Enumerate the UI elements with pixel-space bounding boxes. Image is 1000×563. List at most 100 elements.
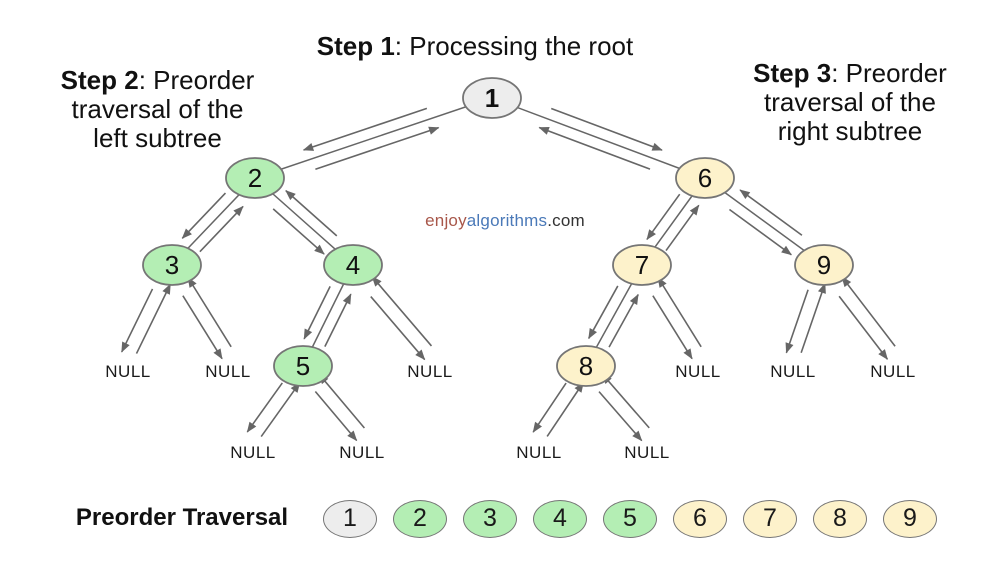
arrow-down-n3.left-null [120,288,154,353]
tree-node-1 [462,77,522,119]
step2-bold: Step 2 [60,65,139,95]
watermark-algorithms: algorithms [466,211,548,230]
tree-node-3 [142,244,202,286]
step3-line2: traversal of the [764,87,936,117]
step3-line1: Step 3: Preorder [730,59,970,88]
arrow-up-n5.right-null [318,373,366,429]
null-label-n5.right: NULL [339,443,384,462]
arrow-up-n3-n2 [199,205,244,253]
null-label-n9.left: NULL [770,362,815,381]
tree-node-6 [675,157,735,199]
tree-node-label-1: 1 [485,83,499,113]
edge-n1-n6 [491,97,706,179]
tree-node-label-4: 4 [346,250,360,280]
step1-title-rest: : Processing the root [394,31,634,61]
arrow-down-n6-n9 [728,208,792,256]
null-label-n3.left: NULL [105,362,150,381]
tree-node-2 [225,157,285,199]
arrow-down-n3.right-null [182,295,223,360]
arrow-up-n8-n7 [608,293,639,348]
sequence-node-3: 3 [463,500,517,538]
arrow-up-n6-n1 [538,126,651,170]
tree-node-9 [794,244,854,286]
tree-node-label-7: 7 [635,250,649,280]
arrow-down-n5.left-null [246,382,283,433]
arrow-up-n5-n4 [324,293,352,347]
step3-label: Step 3: Preorder traversal of the right … [730,59,970,146]
step3-rest: : Preorder [831,58,947,88]
sequence-node-2: 2 [393,500,447,538]
edges-layer [171,97,825,367]
null-labels-layer: NULL NULL NULL NULL NULL NULL NULL NULL NULL NULL [105,362,915,462]
null-label-n8.right: NULL [624,443,669,462]
tree-node-label-5: 5 [296,351,310,381]
watermark: enjoyalgorithms.com [405,211,605,231]
arrow-down-n4.right-null [370,296,426,361]
step1-title: Step 1: Processing the root [275,31,675,62]
arrow-up-n3.right-null [187,276,232,348]
nodes-layer: 1 2 3 4 5 6 7 8 9 [142,77,854,387]
arrow-up-n7-n6 [665,204,700,252]
sequence-node-5: 5 [603,500,657,538]
arrow-down-n5.right-null [314,390,358,442]
step2-line3: left subtree [93,123,222,153]
tree-node-label-3: 3 [165,250,179,280]
arrows-layer [120,107,896,442]
watermark-enjoy: enjoy [425,211,467,230]
sequence-node-8: 8 [813,500,867,538]
arrow-down-n9.left-null [785,289,809,354]
sequence-node-6: 6 [673,500,727,538]
null-label-n5.left: NULL [230,443,275,462]
sequence-label: Preorder Traversal [75,504,289,531]
arrow-up-n8.right-null [601,373,650,429]
arrow-up-n2-n1 [315,126,440,170]
step3-line3: right subtree [777,116,923,146]
null-label-n4.right: NULL [407,362,452,381]
tree-node-label-9: 9 [817,250,831,280]
null-label-n8.left: NULL [516,443,561,462]
sequence-node-9: 9 [883,500,937,538]
arrow-down-n9.right-null [838,295,889,360]
arrow-down-n7.right-null [652,295,693,360]
arrow-up-n9-n6 [739,189,803,236]
arrow-down-n7-n8 [588,285,619,340]
tree-node-7 [612,244,672,286]
tree-node-5 [273,345,333,387]
arrow-down-n1-n6 [550,107,663,151]
arrow-up-n9.left-null [800,282,826,354]
step1-title-bold: Step 1 [316,31,395,61]
arrow-down-n1-n2 [302,107,428,151]
tree-node-label-2: 2 [248,163,262,193]
arrow-down-n2-n3 [181,192,227,239]
sequence-node-1: 1 [323,500,377,538]
edge-n1-n2 [254,97,493,179]
sequence-node-7: 7 [743,500,797,538]
arrow-down-n8.right-null [598,391,643,442]
arrow-up-n7.right-null [657,276,702,348]
arrow-up-n4-n2 [285,190,338,237]
watermark-com: .com [547,211,585,230]
arrow-down-n6-n7 [646,193,681,241]
step3-bold: Step 3 [753,58,832,88]
step2-line2: traversal of the [71,94,244,124]
step2-rest: : Preorder [138,65,255,95]
null-label-n9.right: NULL [870,362,915,381]
tree-node-label-8: 8 [579,351,593,381]
arrow-down-n2-n4 [272,208,325,255]
arrow-down-n8.left-null [532,382,567,433]
sequence-node-4: 4 [533,500,587,538]
arrow-up-n9.right-null [841,276,896,347]
tree-node-label-6: 6 [698,163,712,193]
step2-line1: Step 2: Preorder [40,66,275,95]
arrow-down-n4-n5 [303,286,331,340]
arrow-up-n8.left-null [546,381,585,437]
tree-node-4 [323,244,383,286]
arrow-up-n4.right-null [371,276,433,347]
null-label-n7.right: NULL [675,362,720,381]
arrow-up-n5.left-null [260,382,301,438]
step2-label: Step 2: Preorder traversal of the left s… [40,66,275,153]
tree-node-8 [556,345,616,387]
null-label-n3.right: NULL [205,362,250,381]
